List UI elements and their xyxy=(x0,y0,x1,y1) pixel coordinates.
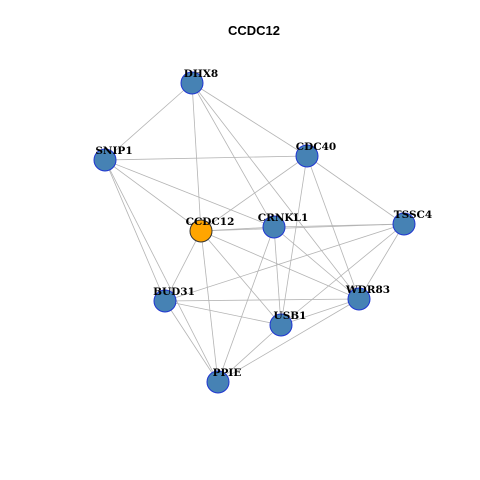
edge-cdc40-usb1 xyxy=(280,155,308,326)
edge-wdr83-usb1 xyxy=(280,298,360,326)
edge-ccdc12-usb1 xyxy=(200,230,282,326)
nodes-layer xyxy=(93,71,416,394)
edge-dhx8-snip1 xyxy=(104,82,193,161)
edge-tssc4-usb1 xyxy=(280,223,405,326)
node-dhx8[interactable] xyxy=(180,71,204,95)
edge-tssc4-wdr83 xyxy=(358,223,405,300)
edge-snip1-ccdc12 xyxy=(104,159,202,232)
edge-ccdc12-bud31 xyxy=(164,230,202,302)
edge-dhx8-ccdc12 xyxy=(191,82,202,232)
edge-ccdc12-wdr83 xyxy=(200,230,360,300)
node-snip1[interactable] xyxy=(93,148,117,172)
node-label-ppie: PPIE xyxy=(213,367,242,379)
edge-snip1-bud31 xyxy=(104,159,166,302)
node-label-usb1: USB1 xyxy=(274,310,307,322)
node-label-cdc40: CDC40 xyxy=(296,141,336,153)
edge-ccdc12-ppie xyxy=(200,230,219,383)
node-tssc4[interactable] xyxy=(392,212,416,236)
edge-crnkl1-tssc4 xyxy=(273,223,405,228)
edge-dhx8-cdc40 xyxy=(191,82,308,157)
edges-layer xyxy=(104,82,405,383)
node-label-snip1: SNIP1 xyxy=(95,145,132,157)
edge-crnkl1-wdr83 xyxy=(273,226,360,300)
edge-wdr83-ppie xyxy=(217,298,360,383)
edge-crnkl1-usb1 xyxy=(273,226,282,326)
node-ppie[interactable] xyxy=(206,370,230,394)
node-label-tssc4: TSSC4 xyxy=(394,209,432,221)
diagram-title: CCDC12 xyxy=(228,23,280,38)
node-label-ccdc12: CCDC12 xyxy=(186,216,235,228)
node-bud31[interactable] xyxy=(153,289,177,313)
edge-cdc40-ccdc12 xyxy=(200,155,308,232)
node-cdc40[interactable] xyxy=(295,144,319,168)
edge-bud31-wdr83 xyxy=(164,298,360,302)
edge-snip1-ppie xyxy=(104,159,219,383)
edge-tssc4-bud31 xyxy=(164,223,405,302)
node-label-bud31: BUD31 xyxy=(153,286,195,298)
node-crnkl1[interactable] xyxy=(262,215,286,239)
node-label-wdr83: WDR83 xyxy=(345,284,390,296)
edge-usb1-ppie xyxy=(217,324,282,383)
edge-bud31-ppie xyxy=(164,300,219,383)
edge-dhx8-wdr83 xyxy=(191,82,360,300)
node-label-dhx8: DHX8 xyxy=(184,68,218,80)
edge-bud31-usb1 xyxy=(164,300,282,326)
edge-cdc40-wdr83 xyxy=(306,155,360,300)
edge-crnkl1-ppie xyxy=(217,226,275,383)
edge-snip1-cdc40 xyxy=(104,155,308,161)
node-wdr83[interactable] xyxy=(347,287,371,311)
edge-dhx8-crnkl1 xyxy=(191,82,275,228)
node-usb1[interactable] xyxy=(269,313,293,337)
node-ccdc12[interactable] xyxy=(189,219,213,243)
node-label-crnkl1: CRNKL1 xyxy=(258,212,309,224)
edge-cdc40-tssc4 xyxy=(306,155,405,225)
edge-snip1-crnkl1 xyxy=(104,159,275,228)
